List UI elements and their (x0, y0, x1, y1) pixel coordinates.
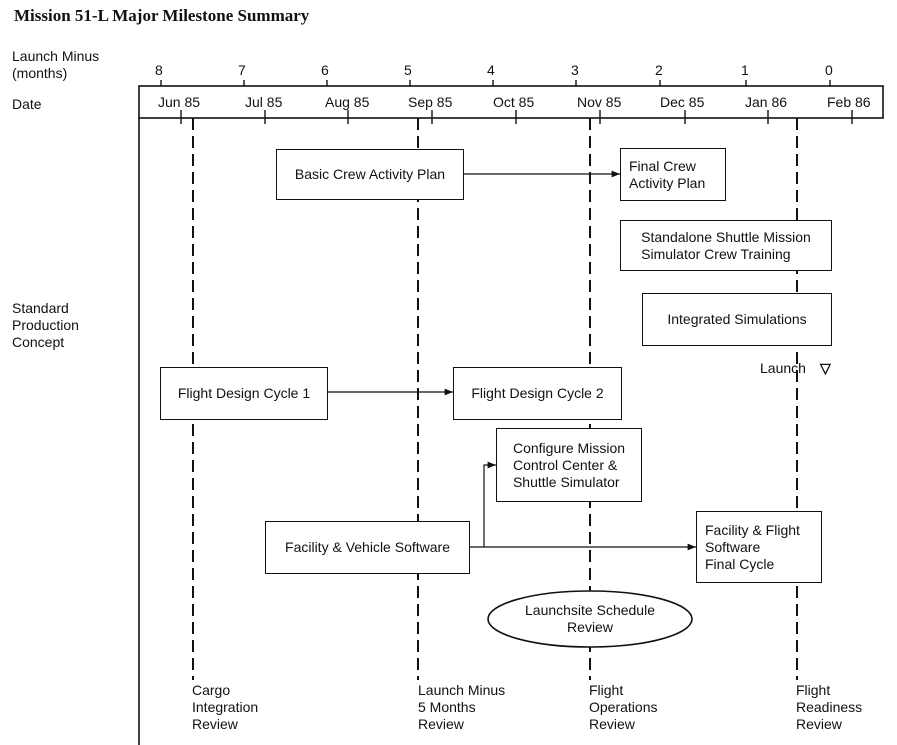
date-jul-85: Jul 85 (245, 94, 283, 110)
cargo-integration-review-label: Cargo Integration Review (192, 682, 259, 732)
configure-mission-control-text: Configure Mission Control Center & Shutt… (512, 439, 626, 490)
launchsite-review-ellipse (487, 590, 693, 648)
basic-crew-activity-plan-box: Basic Crew Activity Plan (276, 149, 464, 200)
date-ticks (180, 110, 853, 124)
basic-crew-activity-plan-text: Basic Crew Activity Plan (294, 166, 446, 182)
date-sep-85: Sep 85 (408, 94, 453, 110)
launch-minus-5-months-review-label: Launch Minus 5 Months Review (418, 682, 506, 732)
month-minus-8: 8 (155, 62, 163, 78)
launch-marker-icon: ▽ (820, 360, 831, 376)
launch-minus-label: Launch Minus (months) (12, 48, 100, 81)
flight-design-cycle-1-text: Flight Design Cycle 1 (177, 385, 311, 401)
diagram-title: Mission 51-L Major Milestone Summary (14, 6, 310, 25)
connector-arrows (328, 170, 696, 551)
standalone-simulator-training-text: Standalone Shuttle Mission Simulator Cre… (641, 228, 811, 262)
integrated-simulations-box: Integrated Simulations (642, 293, 832, 346)
flight-readiness-review-label: Flight Readiness Review (796, 682, 863, 732)
month-minus-1: 1 (741, 62, 749, 78)
month-minus-3: 3 (571, 62, 579, 78)
launchsite-review-text: Launchsite Schedule Review (525, 602, 655, 635)
date-dec-85: Dec 85 (660, 94, 705, 110)
facility-vehicle-software-text: Facility & Vehicle Software (285, 539, 450, 555)
month-minus-ticks (160, 80, 831, 86)
facility-flight-software-text: Facility & Flight Software Final Cycle (705, 521, 800, 572)
flight-operations-review-label: Flight Operations Review (589, 682, 658, 732)
date-label: Date (12, 96, 42, 112)
date-oct-85: Oct 85 (493, 94, 535, 110)
final-crew-activity-plan-box: Final Crew Activity Plan (620, 148, 726, 201)
flight-design-cycle-1-box: Flight Design Cycle 1 (160, 367, 328, 420)
date-nov-85: Nov 85 (577, 94, 622, 110)
date-jun-85: Jun 85 (158, 94, 201, 110)
configure-mission-control-box: Configure Mission Control Center & Shutt… (496, 428, 642, 502)
date-aug-85: Aug 85 (325, 94, 370, 110)
facility-flight-software-box: Facility & Flight Software Final Cycle (696, 511, 822, 583)
date-feb-86: Feb 86 (827, 94, 871, 110)
month-minus-0: 0 (825, 62, 833, 78)
month-minus-2: 2 (655, 62, 663, 78)
standalone-simulator-training-box: Standalone Shuttle Mission Simulator Cre… (620, 220, 832, 271)
final-crew-activity-plan-text: Final Crew Activity Plan (629, 157, 706, 191)
integrated-simulations-text: Integrated Simulations (667, 311, 807, 327)
flight-design-cycle-2-text: Flight Design Cycle 2 (471, 385, 604, 401)
month-minus-6: 6 (321, 62, 329, 78)
launch-label: Launch (760, 360, 806, 376)
date-jan-86: Jan 86 (745, 94, 788, 110)
flight-design-cycle-2-box: Flight Design Cycle 2 (453, 367, 622, 420)
month-minus-5: 5 (404, 62, 412, 78)
month-minus-4: 4 (487, 62, 495, 78)
month-minus-7: 7 (238, 62, 246, 78)
facility-vehicle-software-box: Facility & Vehicle Software (265, 521, 470, 574)
date-band (138, 85, 884, 119)
concept-label: Standard Production Concept (12, 300, 79, 350)
configure-arrow (483, 461, 496, 547)
